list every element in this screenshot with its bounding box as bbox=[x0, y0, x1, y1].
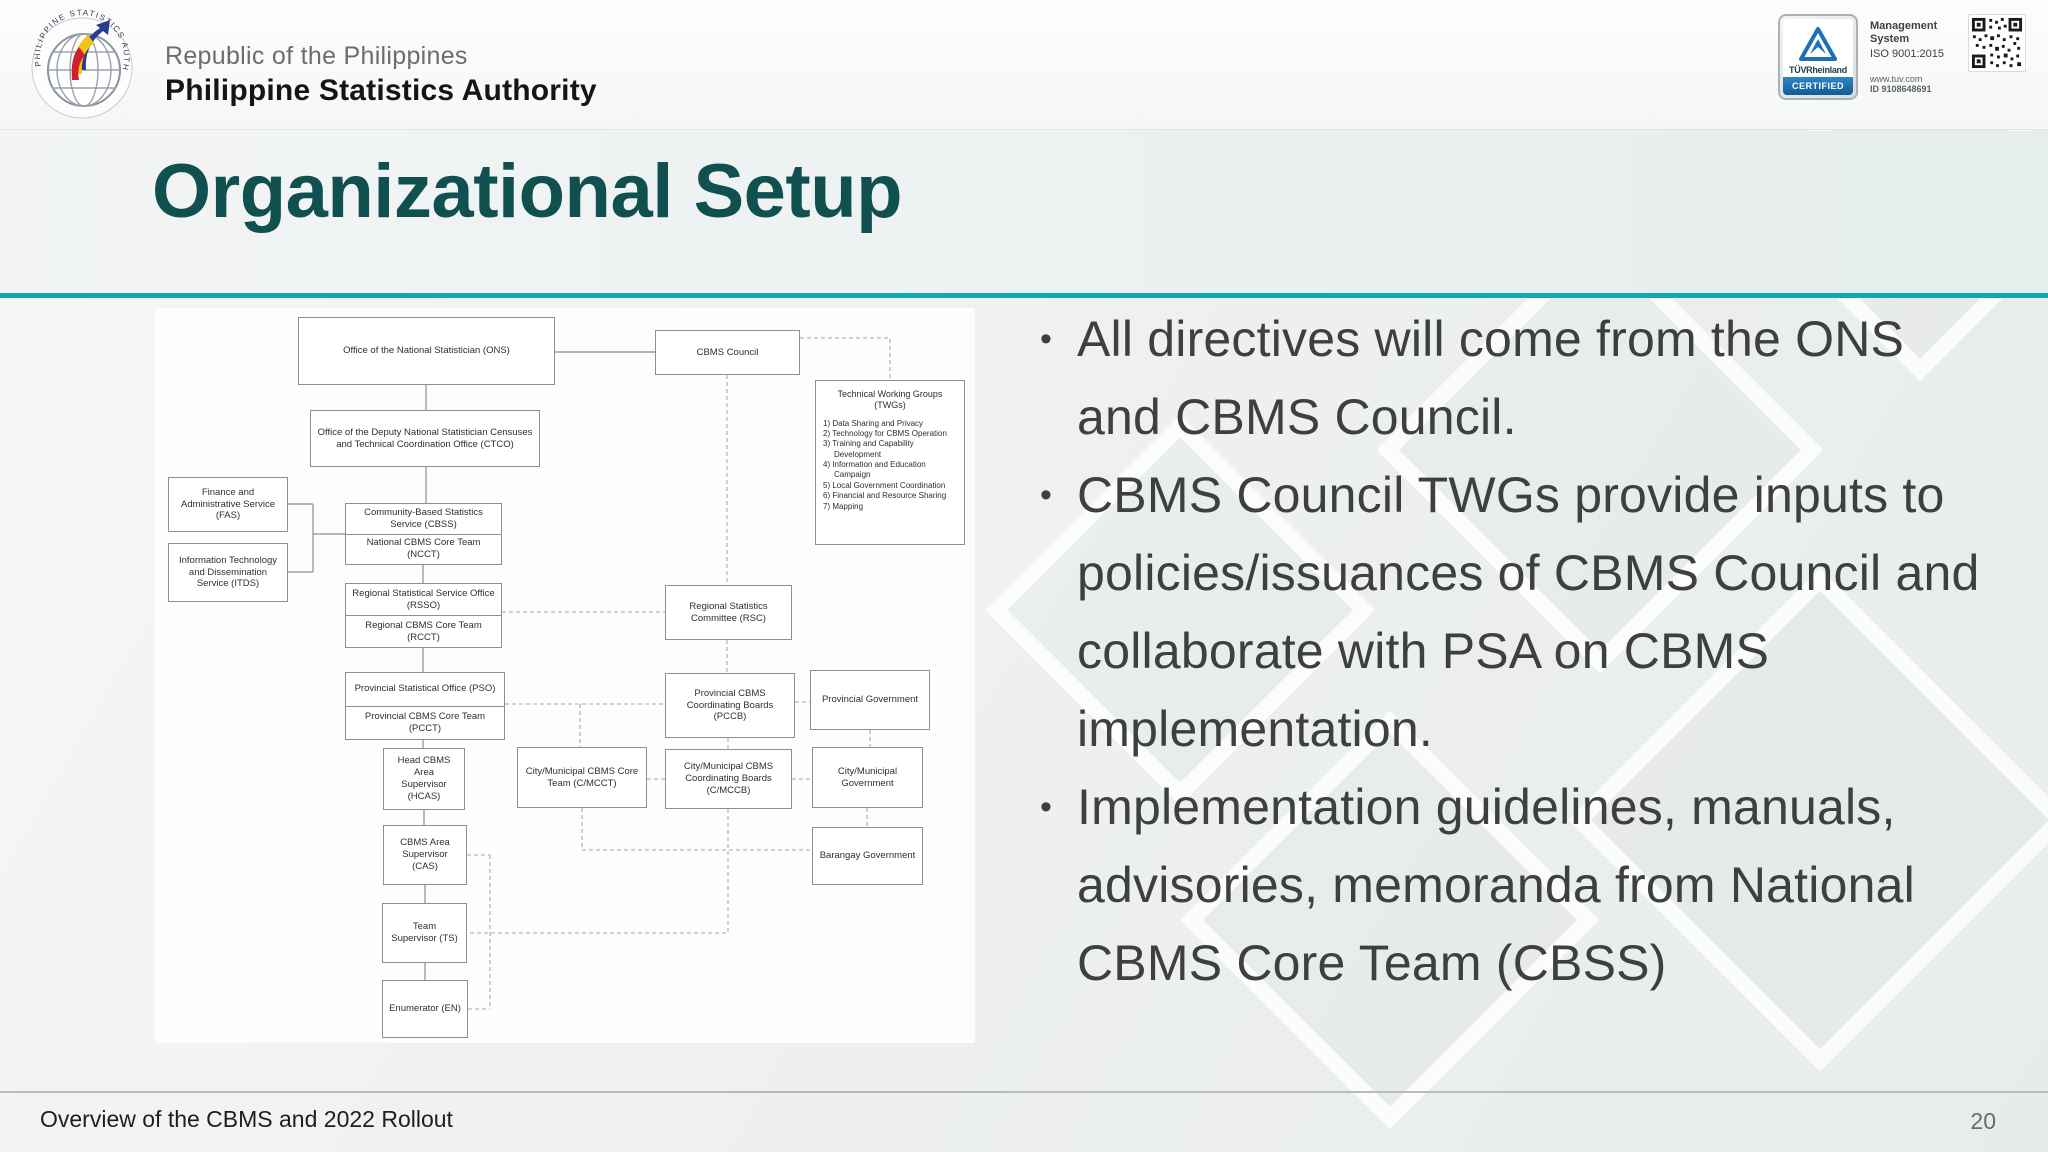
tuv-certified-label: CERTIFIED bbox=[1783, 77, 1853, 95]
cert-management-system: Management System bbox=[1870, 20, 1938, 46]
org-box-cmccb: City/Municipal CBMS Coordinating Boards … bbox=[665, 749, 792, 809]
org-box-pso-pcct: Provincial Statistical Office (PSO) Prov… bbox=[345, 672, 505, 740]
bullet-marker: • bbox=[1040, 788, 1052, 826]
org-box-ons: Office of the National Statistician (ONS… bbox=[298, 317, 555, 385]
tuv-brand-label: TÜVRheinland bbox=[1789, 65, 1847, 75]
twg-title: Technical Working Groups (TWGs) bbox=[837, 389, 943, 411]
tuv-badge-inner: TÜVRheinland bbox=[1783, 19, 1853, 77]
org-box-pso: Provincial Statistical Office (PSO) bbox=[354, 683, 496, 695]
org-box-cbss: Community-Based Statistics Service (CBSS… bbox=[364, 506, 483, 530]
org-box-provincial-government: Provincial Government bbox=[810, 670, 930, 730]
agency-block: Republic of the Philippines Philippine S… bbox=[165, 42, 597, 108]
bullet-text: All directives will come from the ONS an… bbox=[1077, 311, 1905, 445]
cert-id: ID 9108648691 bbox=[1870, 84, 1932, 95]
footer-divider-line bbox=[0, 1091, 2048, 1093]
org-box-rcct: Regional CBMS Core Team (RCCT) bbox=[346, 615, 501, 647]
org-box-city-municipal-government: City/Municipal Government bbox=[812, 747, 923, 808]
tuv-certified-badge: TÜVRheinland CERTIFIED bbox=[1778, 14, 1858, 100]
org-box-cmcct: City/Municipal CBMS Core Team (C/MCCT) bbox=[517, 747, 647, 808]
bullet-item: • Implementation guidelines, manuals, ad… bbox=[1015, 768, 2025, 1002]
bullet-marker: • bbox=[1040, 476, 1052, 514]
footer-title: Overview of the CBMS and 2022 Rollout bbox=[40, 1106, 453, 1132]
page-number: 20 bbox=[1970, 1108, 1996, 1134]
bullet-text: CBMS Council TWGs provide inputs to poli… bbox=[1077, 467, 1980, 757]
twg-item: 1) Data Sharing and Privacy bbox=[823, 418, 924, 428]
twg-item: 2) Technology for CBMS Operation bbox=[823, 428, 947, 438]
twg-item: 7) Mapping bbox=[823, 501, 864, 511]
org-box-rsc: Regional Statistics Committee (RSC) bbox=[665, 585, 792, 640]
org-box-cbms-council: CBMS Council bbox=[655, 330, 800, 375]
cert-url: www.tuv.com bbox=[1870, 74, 1923, 85]
twg-item: 4) Information and Education Campaign bbox=[823, 460, 926, 480]
org-chart-connectors bbox=[288, 337, 891, 1010]
bullet-text: Implementation guidelines, manuals, advi… bbox=[1077, 779, 1915, 991]
psa-seal-logo: PHILIPPINE STATISTICS AUTHORITY bbox=[26, 8, 133, 119]
org-box-cas: CBMS Area Supervisor (CAS) bbox=[383, 825, 467, 885]
org-box-pccb: Provincial CBMS Coordinating Boards (PCC… bbox=[665, 673, 795, 738]
certification-area: TÜVRheinland CERTIFIED Management System… bbox=[1778, 14, 2026, 100]
bullet-marker: • bbox=[1040, 320, 1052, 358]
twg-item: 6) Financial and Resource Sharing bbox=[823, 491, 947, 501]
org-box-twg: Technical Working Groups (TWGs) 1) Data … bbox=[815, 380, 965, 545]
org-box-ctco: Office of the Deputy National Statistici… bbox=[310, 410, 540, 467]
org-box-cbss-ncct: Community-Based Statistics Service (CBSS… bbox=[345, 503, 502, 565]
tuv-triangle-icon bbox=[1799, 27, 1837, 61]
org-box-en: Enumerator (EN) bbox=[382, 980, 468, 1038]
qr-code bbox=[1968, 14, 2026, 72]
org-box-fas: Finance and Administrative Service (FAS) bbox=[168, 477, 288, 532]
header-bar: PHILIPPINE STATISTICS AUTHORITY Republic… bbox=[0, 0, 2048, 130]
bullet-list: • All directives will come from the ONS … bbox=[1015, 300, 2025, 1002]
org-box-ncct: National CBMS Core Team (NCCT) bbox=[346, 533, 501, 565]
twg-item: 3) Training and Capability Development bbox=[823, 439, 914, 459]
republic-label: Republic of the Philippines bbox=[165, 42, 468, 70]
org-box-rsso: Regional Statistical Service Office (RSS… bbox=[352, 587, 495, 611]
page-title: Organizational Setup bbox=[152, 149, 903, 234]
org-chart: Office of the National Statistician (ONS… bbox=[155, 308, 975, 1043]
title-divider-line bbox=[0, 293, 2048, 298]
agency-name: Philippine Statistics Authority bbox=[165, 74, 597, 107]
org-box-barangay-government: Barangay Government bbox=[812, 827, 923, 885]
twg-item: 5) Local Government Coordination bbox=[823, 480, 946, 490]
bullet-item: • CBMS Council TWGs provide inputs to po… bbox=[1015, 456, 2025, 768]
org-box-pcct: Provincial CBMS Core Team (PCCT) bbox=[346, 705, 504, 740]
org-box-rsso-rcct: Regional Statistical Service Office (RSS… bbox=[345, 583, 502, 648]
org-box-itds: Information Technology and Dissemination… bbox=[168, 543, 288, 602]
certification-text: Management System ISO 9001:2015 www.tuv.… bbox=[1870, 14, 1956, 94]
org-box-hcas: Head CBMS Area Supervisor (HCAS) bbox=[383, 748, 465, 810]
cert-iso-label: ISO 9001:2015 bbox=[1870, 48, 1945, 61]
org-box-ts: Team Supervisor (TS) bbox=[382, 903, 467, 963]
bullet-item: • All directives will come from the ONS … bbox=[1015, 300, 2025, 456]
